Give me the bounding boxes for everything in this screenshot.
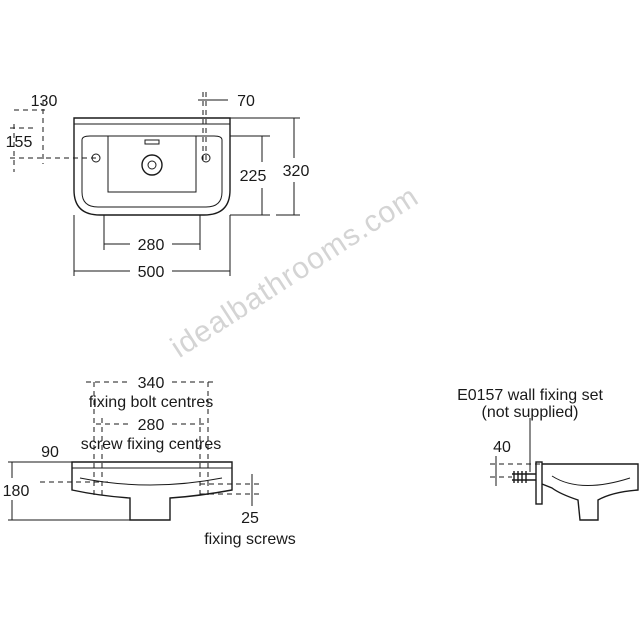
- fixing-set-note: (not supplied): [482, 404, 579, 421]
- dim-225-label: 225: [240, 168, 267, 185]
- side-view: E0157 wall fixing set (not supplied) 40: [457, 387, 639, 521]
- dim-90-label: 90: [41, 444, 59, 461]
- waste-outlet-inner: [147, 160, 157, 170]
- dim-500-label: 500: [138, 264, 165, 281]
- basin-front-bowl: [79, 477, 223, 486]
- bolt-centres-caption: fixing bolt centres: [89, 394, 214, 411]
- basin-plan-outline: [73, 117, 231, 216]
- dim-320-label: 320: [283, 163, 310, 180]
- fixing-set-label: E0157 wall fixing set: [457, 387, 603, 404]
- basin-front-outline: [71, 461, 233, 521]
- wall-fixing-bolt: [512, 471, 536, 483]
- dim-25-label: 25: [241, 510, 259, 527]
- waste-outlet: [141, 154, 163, 176]
- basin-side-bowl: [551, 475, 631, 486]
- dim-155-label: 155: [6, 134, 33, 151]
- dim-70-label: 70: [237, 93, 255, 110]
- dim-40-label: 40: [493, 439, 511, 456]
- front-view: 340 fixing bolt centres 280 screw fixing…: [3, 375, 296, 548]
- dim-130-label: 130: [31, 93, 58, 110]
- overflow-slot: [144, 139, 160, 145]
- fixing-screws-caption: fixing screws: [204, 531, 296, 548]
- screw-centres-caption: screw fixing centres: [81, 436, 222, 453]
- dim-280b-label: 280: [138, 417, 165, 434]
- dim-180-label: 180: [3, 483, 30, 500]
- basin-plan-bowl: [81, 135, 223, 208]
- tap-ledge: [107, 135, 197, 193]
- tap-hole-right: [201, 153, 211, 163]
- dim-280-label: 280: [138, 237, 165, 254]
- wall-section: [535, 461, 543, 505]
- basin-side-outline: [541, 463, 639, 521]
- dim-340-label: 340: [138, 375, 165, 392]
- plan-view: 130 70 155 225 320 280 500: [6, 92, 310, 281]
